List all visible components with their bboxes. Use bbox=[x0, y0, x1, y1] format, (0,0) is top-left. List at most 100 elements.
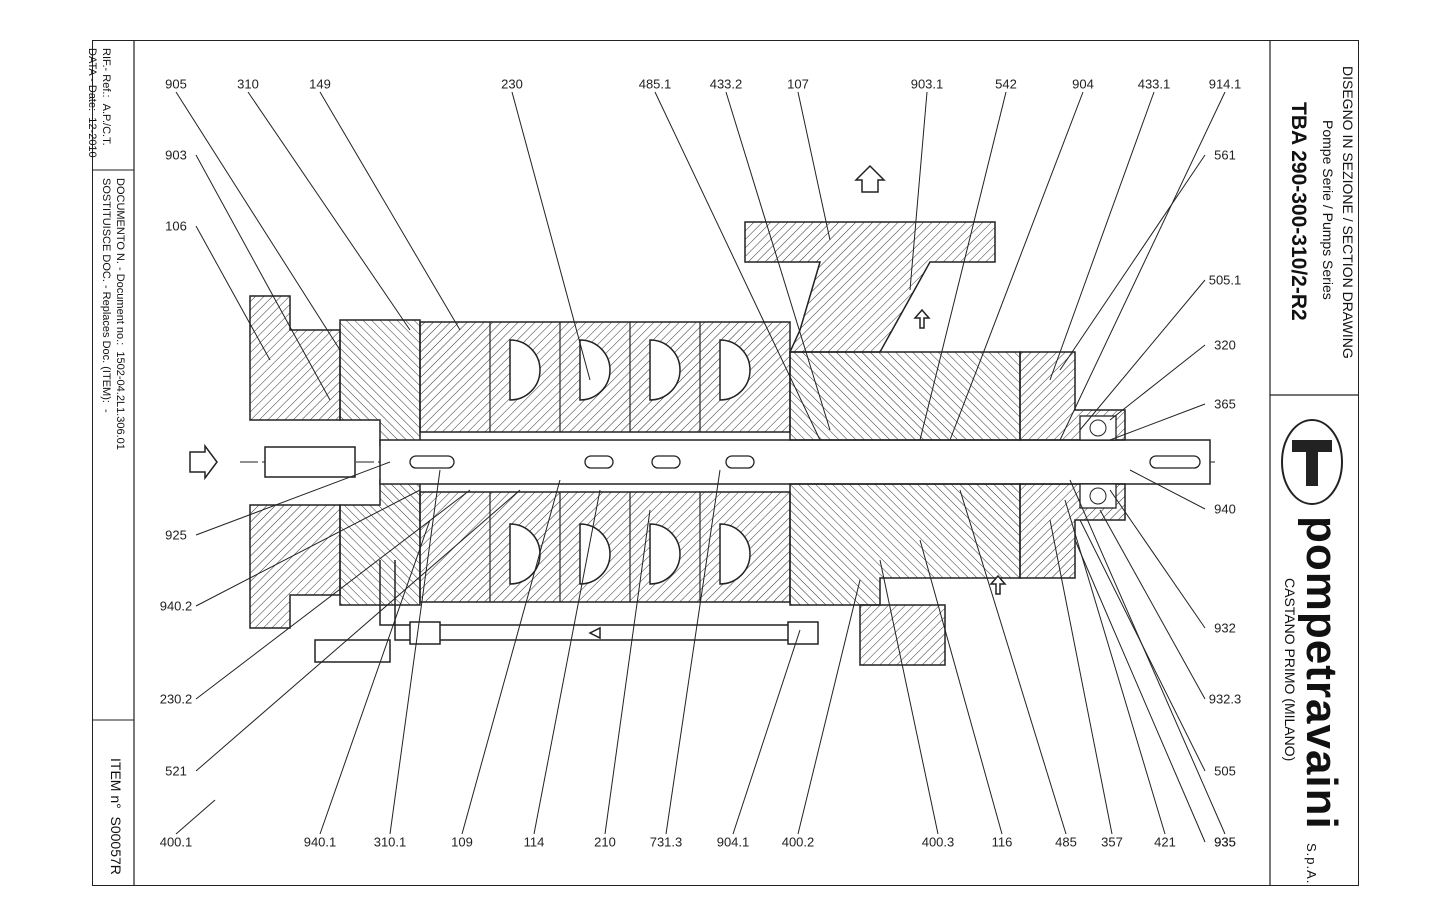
part-label-top-1: 310 bbox=[237, 76, 259, 92]
leader-line bbox=[1059, 91, 1226, 441]
leader-line bbox=[1049, 519, 1113, 835]
part-label-top-5: 433.2 bbox=[709, 76, 743, 92]
leader-line bbox=[195, 489, 471, 700]
part-label-bottom-8: 400.2 bbox=[781, 834, 815, 850]
leader-line bbox=[1059, 154, 1206, 371]
leader-line bbox=[909, 91, 928, 291]
leader-line bbox=[604, 509, 651, 835]
leader-line bbox=[195, 489, 521, 772]
part-label-top-10: 433.1 bbox=[1137, 76, 1171, 92]
part-label-bottom-4: 114 bbox=[523, 834, 545, 850]
drawing-frame bbox=[92, 40, 1359, 886]
discharge-casing bbox=[744, 221, 1021, 666]
part-label-top-0: 905 bbox=[165, 76, 187, 92]
part-label-left-0: 903 bbox=[165, 147, 187, 163]
leader-line bbox=[1064, 499, 1166, 835]
part-label-right-0: 561 bbox=[1214, 147, 1236, 163]
pump-shaft bbox=[379, 439, 1211, 485]
part-label-left-5: 521 bbox=[165, 763, 187, 779]
leader-line bbox=[959, 489, 1067, 835]
part-label-bottom-0: 400.1 bbox=[159, 834, 193, 850]
part-label-right-1: 505.1 bbox=[1208, 272, 1242, 288]
part-label-right-2: 320 bbox=[1214, 337, 1236, 353]
leader-line bbox=[533, 489, 601, 835]
leader-line bbox=[1049, 91, 1155, 381]
part-label-right-4: 940 bbox=[1214, 501, 1236, 517]
part-label-left-2: 925 bbox=[165, 527, 187, 543]
bearing-housing bbox=[1019, 351, 1126, 579]
leader-line bbox=[879, 559, 939, 835]
part-label-right-6: 932.3 bbox=[1208, 691, 1242, 707]
part-label-top-8: 542 bbox=[995, 76, 1017, 92]
part-label-left-4: 230.2 bbox=[159, 691, 193, 707]
leader-line bbox=[461, 479, 561, 835]
leader-line bbox=[195, 154, 331, 401]
up-arrow-icon-2 bbox=[989, 574, 1007, 595]
part-label-bottom-10: 116 bbox=[991, 834, 1013, 850]
part-label-bottom-13: 421 bbox=[1154, 834, 1176, 850]
part-label-bottom-5: 210 bbox=[594, 834, 616, 850]
part-label-bottom-12: 357 bbox=[1101, 834, 1123, 850]
part-label-right-3: 365 bbox=[1214, 396, 1236, 412]
leader-line bbox=[511, 91, 591, 381]
pump-stages bbox=[419, 321, 791, 603]
shaft-keys bbox=[409, 455, 1201, 469]
part-label-right-5: 932 bbox=[1214, 620, 1236, 636]
leader-line bbox=[195, 489, 421, 607]
leader-line bbox=[195, 225, 271, 361]
leader-line bbox=[1109, 403, 1206, 441]
part-label-bottom-9: 400.3 bbox=[921, 834, 955, 850]
part-label-bottom-11: 485 bbox=[1055, 834, 1077, 850]
leader-line bbox=[1129, 469, 1206, 510]
part-label-bottom-3: 109 bbox=[451, 834, 473, 850]
suction-casing bbox=[249, 295, 421, 629]
part-label-bottom-2: 310.1 bbox=[373, 834, 407, 850]
leader-line bbox=[1109, 489, 1206, 629]
part-label-right-8: 935 bbox=[1214, 834, 1236, 850]
part-label-top-2: 149 bbox=[309, 76, 331, 92]
part-label-top-7: 903.1 bbox=[910, 76, 944, 92]
leader-line bbox=[175, 799, 216, 835]
return-arrow-icon bbox=[588, 626, 601, 640]
leader-line bbox=[319, 91, 461, 331]
leader-line bbox=[725, 91, 831, 431]
leader-line bbox=[1079, 279, 1206, 431]
flow-arrows bbox=[189, 164, 1007, 640]
leader-line bbox=[797, 579, 861, 835]
part-label-top-4: 485.1 bbox=[638, 76, 672, 92]
part-label-left-1: 106 bbox=[165, 218, 187, 234]
leader-line bbox=[665, 469, 721, 835]
part-label-left-3: 940.2 bbox=[159, 598, 193, 614]
part-label-bottom-7: 904.1 bbox=[716, 834, 750, 850]
company-logo bbox=[1281, 419, 1343, 505]
leader-line bbox=[319, 519, 431, 835]
leader-line bbox=[389, 469, 441, 835]
outlet-arrow-icon bbox=[854, 164, 886, 193]
part-label-top-11: 914.1 bbox=[1208, 76, 1242, 92]
part-label-bottom-1: 940.1 bbox=[303, 834, 337, 850]
leader-lines bbox=[175, 91, 1226, 843]
leader-line bbox=[919, 539, 1003, 835]
part-label-bottom-6: 731.3 bbox=[649, 834, 683, 850]
part-label-top-9: 904 bbox=[1072, 76, 1094, 92]
part-label-bottom-14: 935 bbox=[1214, 834, 1236, 850]
balance-pipe bbox=[314, 560, 819, 663]
leader-line bbox=[919, 91, 1007, 441]
leader-line bbox=[175, 91, 341, 351]
inlet-arrow-icon bbox=[189, 443, 218, 481]
leader-line bbox=[195, 461, 391, 536]
part-label-top-3: 230 bbox=[501, 76, 523, 92]
leader-line bbox=[797, 91, 831, 241]
part-label-right-7: 505 bbox=[1214, 763, 1236, 779]
leader-line bbox=[949, 91, 1084, 441]
leader-line bbox=[1074, 539, 1206, 843]
leader-line bbox=[1109, 344, 1206, 421]
up-arrow-icon bbox=[913, 308, 931, 329]
leader-line bbox=[1099, 509, 1206, 700]
leader-line bbox=[732, 629, 801, 835]
leader-line bbox=[654, 91, 821, 441]
leader-line bbox=[1069, 479, 1226, 835]
part-label-top-6: 107 bbox=[787, 76, 809, 92]
leader-line bbox=[247, 91, 411, 331]
